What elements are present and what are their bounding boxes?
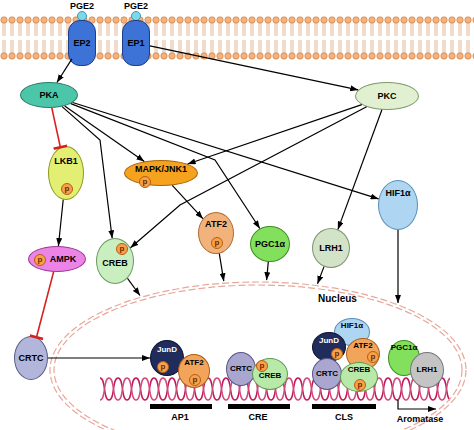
region-label: CLS <box>335 413 353 422</box>
protein-label: CRTC <box>230 365 252 373</box>
promoter-bar <box>228 404 290 409</box>
protein-shape: LRH1 <box>312 228 350 268</box>
signal-arrow <box>397 230 398 303</box>
phospho-mark: p <box>116 243 128 255</box>
phospho-mark: p <box>61 183 73 195</box>
protein-label: ATF2 <box>205 220 227 229</box>
protein-label: CRTC <box>19 354 44 363</box>
protein-label: HIF1α <box>341 322 363 330</box>
protein-shape: CREBp <box>252 358 288 390</box>
signal-arrow <box>318 267 325 284</box>
protein-label: AMPK <box>50 255 77 264</box>
region-label: CRE <box>248 413 267 422</box>
signal-arrow <box>219 254 224 282</box>
membrane-line <box>54 285 462 430</box>
protein-label: PKA <box>39 91 58 100</box>
promoter-bar <box>312 404 376 409</box>
protein-label: LRH1 <box>417 366 438 374</box>
signal-arrow <box>150 46 358 90</box>
signal-arrow <box>131 107 367 248</box>
membrane-line <box>50 282 466 430</box>
signal-arrow <box>188 105 362 164</box>
signal-arrow <box>71 104 260 229</box>
phospho-mark: p <box>139 176 151 188</box>
protein-shape: CREB p <box>96 238 134 284</box>
protein-label: LRH1 <box>319 244 343 253</box>
phospho-mark: p <box>211 237 223 249</box>
nucleus-outline: NucleusJunDpATF2pCRTCCREBpHIF1αJunDpATF2… <box>48 280 468 430</box>
protein-label: ATF2 <box>184 359 203 367</box>
protein-label: CREB <box>259 372 282 380</box>
protein-label: LKB1 <box>54 157 78 166</box>
protein-shape: PKA <box>20 82 78 108</box>
protein-shape: CRTC <box>312 358 342 390</box>
inhibition-arrow <box>52 108 61 147</box>
transcription-arrow <box>398 400 436 409</box>
protein-shape: PGC1α <box>250 226 290 262</box>
phospho-mark: p <box>367 351 379 363</box>
signal-arrow <box>172 185 203 218</box>
inhibition-arrow <box>37 272 54 337</box>
compartment-label: Nucleus <box>318 294 357 304</box>
protein-label: ATF2 <box>353 342 372 350</box>
signal-arrow <box>338 110 382 230</box>
protein-label: JunD <box>157 346 177 354</box>
signal-arrow <box>57 59 72 83</box>
protein-label: EP2 <box>73 39 90 48</box>
region-label: AP1 <box>171 413 189 422</box>
protein-label: CREB <box>102 259 128 268</box>
receptor-box: EP1 <box>122 20 150 66</box>
protein-shape: LKB1 p <box>48 146 84 200</box>
protein-shape: CRTC <box>226 352 256 386</box>
signal-arrow <box>128 278 141 295</box>
region-label: PGE2 <box>124 2 148 11</box>
signal-arrow <box>267 262 269 280</box>
phospho-mark: p <box>34 254 46 266</box>
protein-label: JunD <box>319 337 339 345</box>
phospho-mark: p <box>157 361 169 373</box>
phospho-mark: p <box>189 374 201 386</box>
signal-arrow <box>48 357 150 358</box>
protein-shape: LRH1 <box>410 352 444 388</box>
phospho-mark: p <box>256 360 268 372</box>
protein-label: MAPK/JNK1 <box>135 165 187 174</box>
protein-label: CREB <box>348 366 371 374</box>
region-label: Aromatase <box>397 415 444 424</box>
signal-arrow <box>62 107 112 239</box>
region-label: PGE2 <box>70 2 94 11</box>
protein-label: EP1 <box>127 39 144 48</box>
promoter-bar <box>150 404 212 409</box>
protein-shape: ATF2 p <box>198 212 234 254</box>
protein-label: PGC1α <box>255 240 285 249</box>
phospho-mark: p <box>331 348 343 360</box>
protein-label: PKC <box>377 92 396 101</box>
protein-shape: MAPK/JNK1 p <box>124 160 198 186</box>
protein-shape: ATF2 p <box>178 354 210 388</box>
phospho-mark: p <box>354 379 366 391</box>
protein-shape: HIF1α <box>378 180 418 230</box>
receptor-box: EP2 <box>68 20 96 66</box>
signal-arrow <box>65 106 145 161</box>
protein-shape: PKC <box>355 82 419 110</box>
protein-shape: CRTC <box>14 336 48 380</box>
protein-label: PGC1α <box>391 344 418 352</box>
protein-shape: CREB p <box>340 362 378 392</box>
protein-label: HIF1α <box>385 189 410 198</box>
signal-arrow <box>58 200 63 246</box>
protein-shape: AMPK p <box>28 246 86 272</box>
signal-arrow <box>73 103 379 199</box>
protein-label: CRTC <box>316 370 338 378</box>
